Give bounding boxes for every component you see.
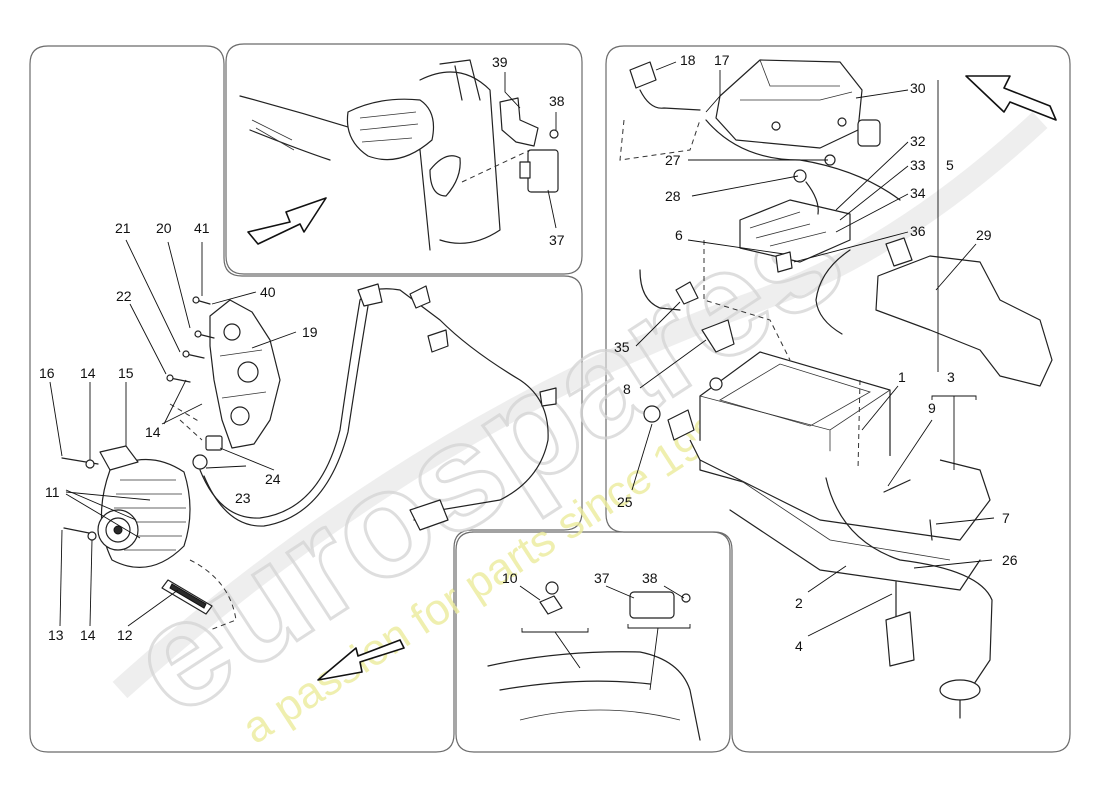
direction-arrow-right [965, 75, 1057, 121]
module-37-bottom [629, 591, 675, 619]
screw-38 [549, 129, 559, 139]
callout-27: 27 [665, 152, 681, 168]
spacer-24 [205, 435, 223, 451]
bracket-39 [499, 97, 539, 147]
callout-8: 8 [623, 381, 631, 397]
callout-40: 40 [260, 284, 276, 300]
callout-37-top: 37 [549, 232, 565, 248]
car-rear-detail [487, 581, 701, 741]
direction-arrow-left [317, 639, 405, 681]
bracket-25 [667, 409, 695, 441]
callout-32: 32 [910, 133, 926, 149]
bolts-20-22 [166, 296, 215, 383]
alternator-detail [61, 283, 557, 681]
bottom-panel-frame [455, 531, 731, 753]
callout-labels: 39 38 37 21 20 41 40 22 19 16 14 15 14 2… [39, 52, 1018, 654]
callout-21: 21 [115, 220, 131, 236]
clamp-8 [701, 319, 735, 353]
callout-19: 19 [302, 324, 318, 340]
callout-10: 10 [502, 570, 518, 586]
callout-29: 29 [976, 227, 992, 243]
module-37 [527, 149, 559, 193]
watermark-swoosh [112, 111, 1048, 699]
callout-17: 17 [714, 52, 730, 68]
callout-30: 30 [910, 80, 926, 96]
callout-24: 24 [265, 471, 281, 487]
dashboard-detail [239, 59, 559, 251]
clip-18 [629, 61, 657, 89]
callout-6: 6 [675, 227, 683, 243]
callout-7: 7 [1002, 510, 1010, 526]
tray-26 [689, 439, 991, 541]
direction-arrow-top [247, 197, 327, 245]
leader-lines [49, 61, 995, 637]
callout-2: 2 [795, 595, 803, 611]
callout-9: 9 [928, 400, 936, 416]
callout-15: 15 [118, 365, 134, 381]
relay-31 [857, 119, 881, 147]
callout-11: 11 [45, 484, 60, 500]
callout-33: 33 [910, 157, 926, 173]
callout-4: 4 [795, 638, 803, 654]
callout-13: 13 [48, 627, 64, 643]
battery-detail [619, 59, 1057, 719]
callout-5: 5 [946, 157, 954, 173]
cover-15 [99, 445, 139, 471]
screw-38-bottom [681, 593, 691, 603]
callout-22: 22 [116, 288, 132, 304]
callout-25: 25 [617, 494, 633, 510]
callout-28: 28 [665, 188, 681, 204]
callout-35: 35 [614, 339, 630, 355]
callout-36: 36 [910, 223, 926, 239]
left-panel-frame [29, 45, 583, 753]
terminal-35 [675, 281, 699, 305]
callout-12: 12 [117, 627, 133, 643]
bolt-28 [793, 169, 807, 183]
callout-20: 20 [156, 220, 172, 236]
callout-18: 18 [680, 52, 696, 68]
callout-16: 16 [39, 365, 55, 381]
callout-39: 39 [492, 54, 508, 70]
callout-14-bottom: 14 [80, 627, 96, 643]
callout-34: 34 [910, 185, 926, 201]
callout-38-bottom: 38 [642, 570, 658, 586]
callout-3: 3 [947, 369, 955, 385]
plug-25 [643, 405, 661, 423]
alternator-11 [97, 458, 191, 568]
callout-14-mid: 14 [145, 424, 161, 440]
callout-38-top: 38 [549, 93, 565, 109]
top-panel-frame [225, 43, 583, 275]
callout-41: 41 [194, 220, 210, 236]
callout-1: 1 [898, 369, 906, 385]
fuse-10 [539, 595, 563, 615]
callout-23: 23 [235, 490, 251, 506]
callout-37-bottom: 37 [594, 570, 610, 586]
nut-23 [192, 454, 208, 470]
callout-26: 26 [1002, 552, 1018, 568]
main-cable [199, 288, 549, 521]
ground-pad [939, 679, 981, 701]
bracket-29 [875, 255, 1053, 387]
clip-36 [885, 237, 913, 267]
callout-14-top: 14 [80, 365, 96, 381]
